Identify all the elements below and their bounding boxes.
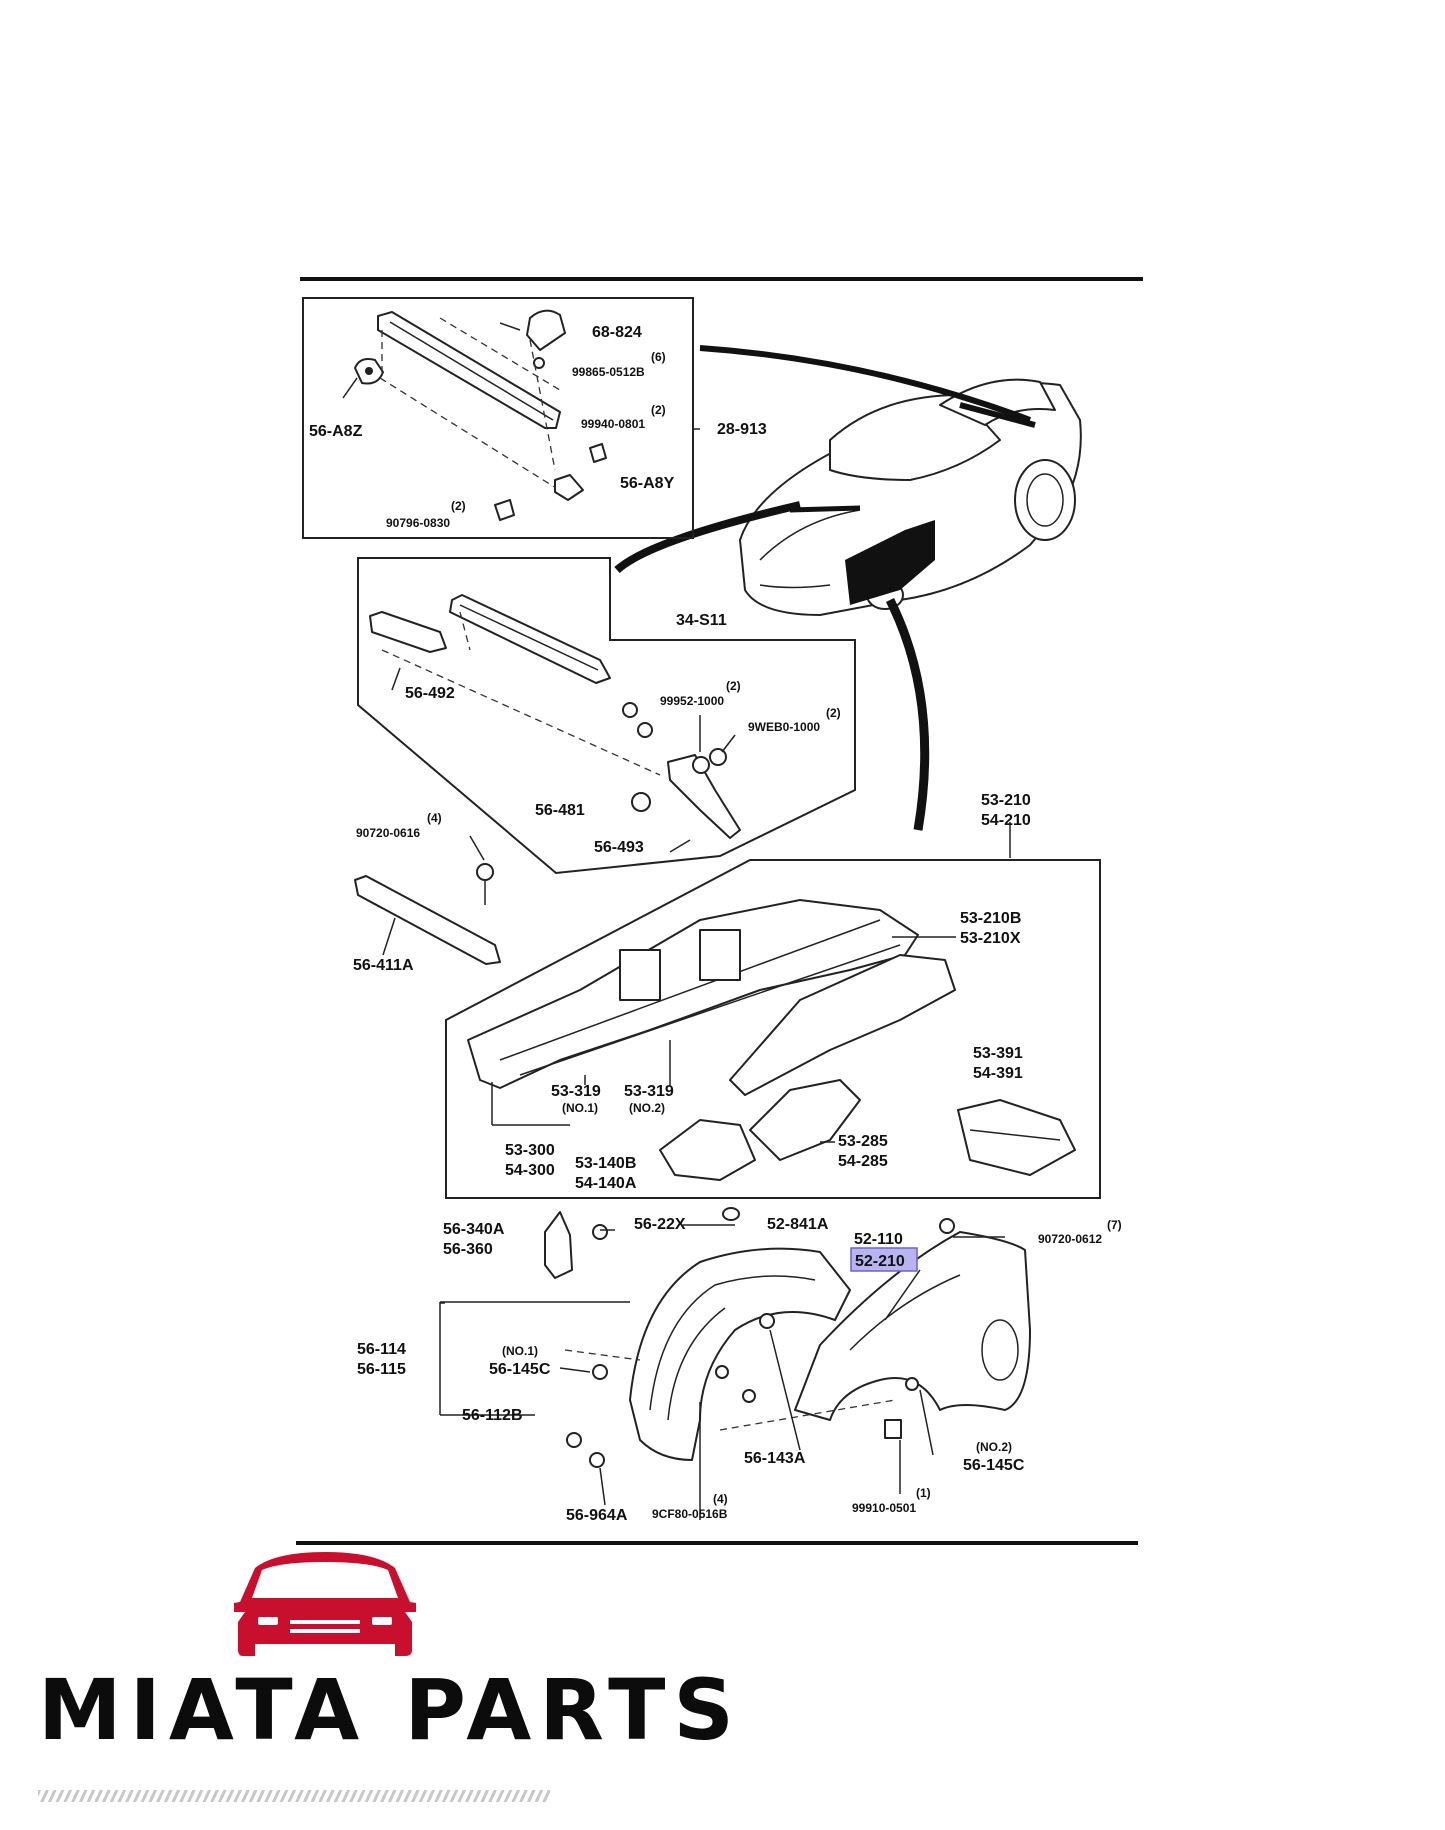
label-56-145C-no1: 56-145C — [489, 1361, 551, 1378]
label-53-140B: 53-140B — [575, 1155, 636, 1172]
front-frame-drawing — [467, 899, 1076, 1181]
label-56-A8Z: 56-A8Z — [309, 423, 363, 440]
label-68-824: 68-824 — [592, 324, 642, 341]
qty-99910: (1) — [916, 1486, 931, 1500]
leader-56-492 — [391, 667, 401, 691]
label-56-411A: 56-411A — [353, 957, 414, 974]
label-56-115: 56-115 — [357, 1361, 406, 1378]
label-56-A8Y: 56-A8Y — [620, 475, 675, 492]
label-9CF80-0516B: 9CF80-0516B — [652, 1507, 728, 1521]
selected-part-highlight[interactable] — [850, 1247, 918, 1272]
label-53-210: 53-210 — [981, 792, 1031, 809]
label-56-492: 56-492 — [405, 685, 455, 702]
label-54-140A: 54-140A — [575, 1175, 637, 1192]
label-53-391: 53-391 — [973, 1045, 1023, 1062]
lower-brace-drawing — [369, 594, 741, 839]
label-99865-0512B: 99865-0512B — [572, 365, 645, 379]
strut-bar-drawing — [354, 309, 607, 521]
car-front-icon — [234, 1552, 416, 1656]
qty-99865: (6) — [651, 350, 666, 364]
label-52-110: 52-110 — [854, 1231, 903, 1248]
label-99940-0801: 99940-0801 — [581, 417, 645, 431]
label-56-481: 56-481 — [535, 802, 585, 819]
label-56-964A: 56-964A — [566, 1507, 628, 1524]
car-overview-illustration — [614, 345, 1082, 831]
label-53-210X: 53-210X — [960, 930, 1021, 947]
qty-90796: (2) — [451, 499, 466, 513]
label-99952-1000: 99952-1000 — [660, 694, 724, 708]
label-53-285: 53-285 — [838, 1133, 888, 1150]
label-54-300: 54-300 — [505, 1162, 555, 1179]
label-56-360: 56-360 — [443, 1241, 493, 1258]
brand-name: MIATA PARTS — [38, 1661, 742, 1759]
label-52-210[interactable]: 52-210 — [855, 1253, 905, 1270]
label-53-319-no1: 53-319 — [551, 1083, 601, 1100]
label-90720-0616: 90720-0616 — [356, 826, 420, 840]
qty-9WEB0: (2) — [826, 706, 841, 720]
label-56-493: 56-493 — [594, 839, 644, 856]
label-53-319-no2: 53-319 — [624, 1083, 674, 1100]
label-54-391: 54-391 — [973, 1065, 1023, 1082]
note-56-145C-no2: (NO.2) — [976, 1440, 1012, 1454]
qty-9CF80: (4) — [713, 1492, 728, 1506]
note-53-319-no2: (NO.2) — [629, 1101, 665, 1115]
label-99910-0501: 99910-0501 — [852, 1501, 916, 1515]
label-52-841A: 52-841A — [767, 1216, 829, 1233]
label-56-114: 56-114 — [357, 1341, 406, 1358]
label-34-S11: 34-S11 — [676, 612, 727, 629]
label-54-210: 54-210 — [981, 812, 1031, 829]
qty-90720-0612: (7) — [1107, 1218, 1122, 1232]
qty-99952: (2) — [726, 679, 741, 693]
label-56-22X: 56-22X — [634, 1216, 686, 1233]
label-90796-0830: 90796-0830 — [386, 516, 450, 530]
brand-underline-stripe — [38, 1790, 550, 1802]
label-56-112B: 56-112B — [462, 1407, 523, 1424]
strut-bar-box — [302, 297, 694, 539]
qty-99940: (2) — [651, 403, 666, 417]
qty-90720-0616: (4) — [427, 811, 442, 825]
label-90720-0612: 90720-0612 — [1038, 1232, 1102, 1246]
fender-highlight-shape — [845, 520, 935, 605]
label-56-145C-no2: 56-145C — [963, 1457, 1025, 1474]
label-56-143A: 56-143A — [744, 1450, 806, 1467]
label-56-340A: 56-340A — [443, 1221, 505, 1238]
label-9WEB0-1000: 9WEB0-1000 — [748, 720, 820, 734]
note-56-145C-no1: (NO.1) — [502, 1344, 538, 1358]
label-53-300: 53-300 — [505, 1142, 555, 1159]
front-frame-box — [445, 859, 1101, 1199]
note-53-319-no1: (NO.1) — [562, 1101, 598, 1115]
label-54-285: 54-285 — [838, 1153, 888, 1170]
leader-68-824 — [499, 322, 521, 331]
lower-brace-box — [357, 557, 856, 875]
label-53-210B: 53-210B — [960, 910, 1021, 927]
fender-liner-drawing — [544, 1207, 1031, 1468]
brace-56-411A-drawing — [354, 863, 501, 965]
label-28-913: 28-913 — [717, 421, 767, 438]
leader-56-A8Z — [342, 377, 358, 399]
